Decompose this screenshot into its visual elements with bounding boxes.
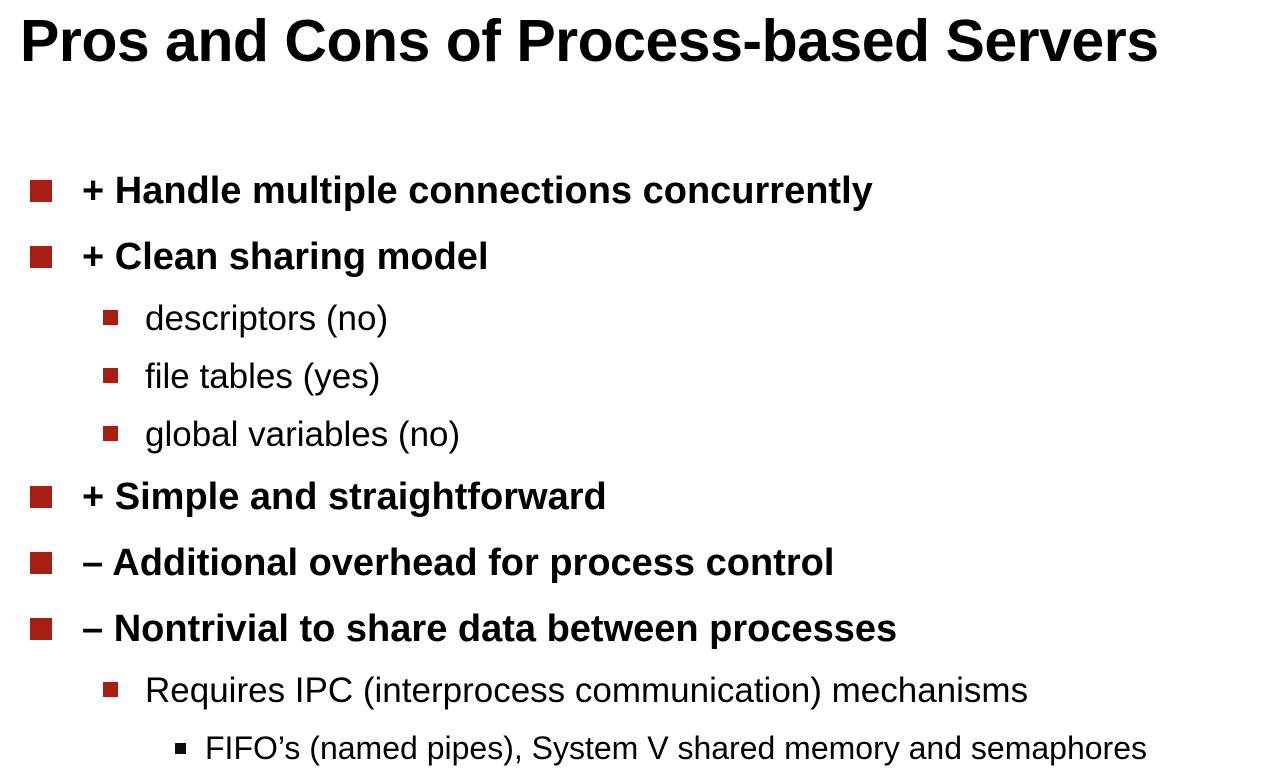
list-item-label: FIFO’s (named pipes), System V shared me… xyxy=(205,730,1147,766)
page-title: Pros and Cons of Process-based Servers xyxy=(20,8,1159,74)
list-item: – Nontrivial to share data between proce… xyxy=(0,596,1280,662)
list-item-label: Requires IPC (interprocess communication… xyxy=(145,671,1029,710)
list-item: Requires IPC (interprocess communication… xyxy=(0,662,1280,720)
list-item-label: + Handle multiple connections concurrent… xyxy=(82,170,873,212)
list-item: + Handle multiple connections concurrent… xyxy=(0,158,1280,224)
list-item: + Clean sharing model xyxy=(0,224,1280,290)
list-item-label: file tables (yes) xyxy=(145,357,381,396)
list-item: file tables (yes) xyxy=(0,348,1280,406)
list-item: + Simple and straightforward xyxy=(0,464,1280,530)
square-bullet-icon xyxy=(103,682,118,697)
list-item-label: descriptors (no) xyxy=(145,299,389,338)
list-item-label: – Additional overhead for process contro… xyxy=(82,542,835,584)
square-bullet-icon xyxy=(103,426,118,441)
list-item: descriptors (no) xyxy=(0,290,1280,348)
list-item: – Additional overhead for process contro… xyxy=(0,530,1280,596)
list-item-label: global variables (no) xyxy=(145,415,461,454)
square-bullet-icon xyxy=(30,246,52,268)
list-item: FIFO’s (named pipes), System V shared me… xyxy=(0,720,1280,776)
square-bullet-icon xyxy=(175,743,186,754)
square-bullet-icon xyxy=(103,368,118,383)
list-item-label: – Nontrivial to share data between proce… xyxy=(82,608,898,650)
square-bullet-icon xyxy=(103,310,118,325)
square-bullet-icon xyxy=(30,180,52,202)
list-item-label: + Simple and straightforward xyxy=(82,476,607,518)
square-bullet-icon xyxy=(30,486,52,508)
bullet-list: + Handle multiple connections concurrent… xyxy=(0,158,1280,776)
list-item: global variables (no) xyxy=(0,406,1280,464)
square-bullet-icon xyxy=(30,552,52,574)
list-item-label: + Clean sharing model xyxy=(82,236,489,278)
square-bullet-icon xyxy=(30,618,52,640)
